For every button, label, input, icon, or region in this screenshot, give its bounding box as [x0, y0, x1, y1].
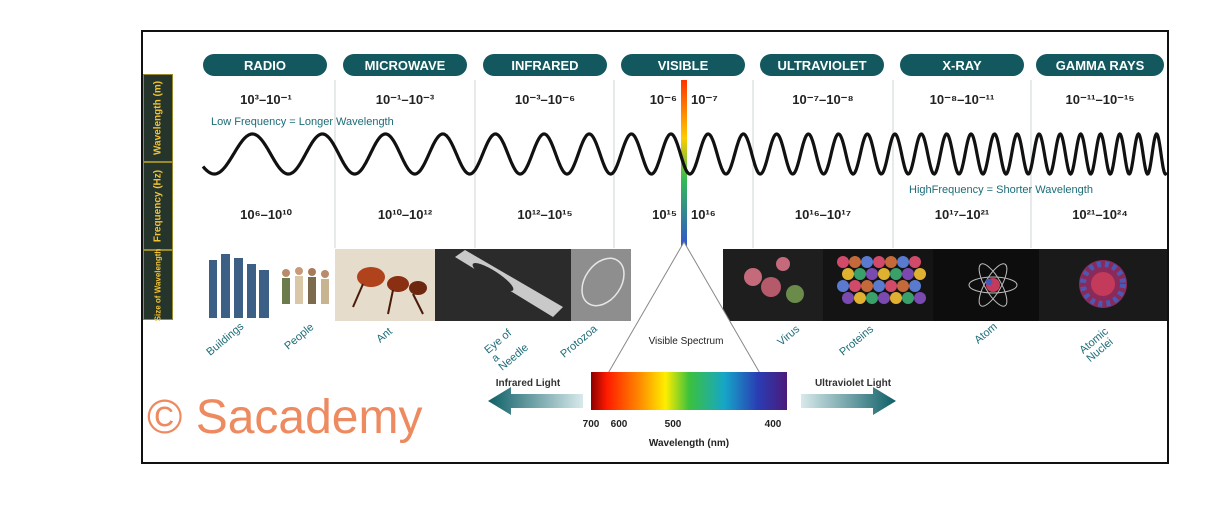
band-visible: VISIBLE [621, 54, 745, 76]
ultraviolet-light-label: Ultraviolet Light [814, 378, 892, 389]
visible-spectrum-title: Visible Spectrum [648, 336, 724, 347]
high-frequency-note: HighFrequency = Shorter Wavelength [909, 184, 1093, 196]
visible-frequency-left: 10¹⁵ [652, 207, 677, 222]
xray-frequency: 10¹⁷–10²¹ [934, 207, 990, 222]
radio-wavelength: 10³–10⁻¹ [240, 92, 292, 107]
visible-spectrum-bar [591, 372, 787, 410]
band-microwave: MICROWAVE [343, 54, 467, 76]
wave-graphic [201, 80, 1167, 415]
low-frequency-note: Low Frequency = Longer Wavelength [211, 116, 394, 128]
infrared-arrow [488, 387, 583, 415]
microwave-frequency: 10¹⁰–10¹² [377, 207, 433, 222]
visible-wavelength-left: 10⁻⁶ [649, 92, 677, 107]
copyright-watermark: © Sacademy [147, 391, 423, 444]
tick-400: 400 [764, 419, 782, 430]
tick-700: 700 [582, 419, 600, 430]
sidebar-wavelength: Wavelength (m) [143, 74, 173, 162]
radio-frequency: 10⁶–10¹⁰ [240, 207, 292, 222]
infrared-frequency: 10¹²–10¹⁵ [517, 207, 573, 222]
sidebar-frequency: Frequency (Hz) [143, 162, 173, 250]
buildings-icon [209, 254, 269, 318]
band-infrared: INFRARED [483, 54, 607, 76]
protozoa-icon [581, 257, 625, 307]
visible-frequency-right: 10¹⁶ [691, 207, 716, 222]
needle-eye-icon [455, 250, 563, 317]
spectrum-diagram: Wavelength (m) Frequency (Hz) Size of Wa… [141, 30, 1169, 464]
ultraviolet-arrow [801, 387, 896, 415]
band-gamma-rays: GAMMA RAYS [1036, 54, 1164, 76]
sidebar-size: Size of Wavelength [143, 249, 173, 321]
virus-icon [744, 257, 804, 303]
tick-500: 500 [664, 419, 682, 430]
band-ultraviolet: ULTRAVIOLET [760, 54, 884, 76]
gamma-wavelength: 10⁻¹¹–10⁻¹⁵ [1065, 92, 1135, 107]
wavelength-nm-axis-label: Wavelength (nm) [648, 438, 730, 449]
ultraviolet-wavelength: 10⁻⁷–10⁻⁸ [792, 92, 854, 107]
atom-icon [968, 263, 1018, 307]
visible-wavelength-right: 10⁻⁷ [691, 92, 718, 107]
sidebar: Wavelength (m) Frequency (Hz) Size of Wa… [143, 74, 173, 321]
people-icon [282, 267, 329, 304]
gamma-frequency: 10²¹–10²⁴ [1072, 207, 1128, 222]
band-radio: RADIO [203, 54, 327, 76]
sine-wave [201, 132, 1167, 177]
band-xray: X-RAY [900, 54, 1024, 76]
ant-icon [352, 267, 427, 315]
tick-600: 600 [610, 419, 628, 430]
microwave-wavelength: 10⁻¹–10⁻³ [375, 92, 435, 107]
nucleus-icon [1079, 260, 1127, 308]
infrared-wavelength: 10⁻³–10⁻⁶ [514, 92, 576, 107]
column-separators [334, 80, 1032, 248]
xray-wavelength: 10⁻⁸–10⁻¹¹ [929, 92, 995, 107]
infrared-light-label: Infrared Light [495, 378, 561, 389]
ultraviolet-frequency: 10¹⁶–10¹⁷ [794, 207, 852, 222]
proteins-icon [837, 256, 926, 304]
